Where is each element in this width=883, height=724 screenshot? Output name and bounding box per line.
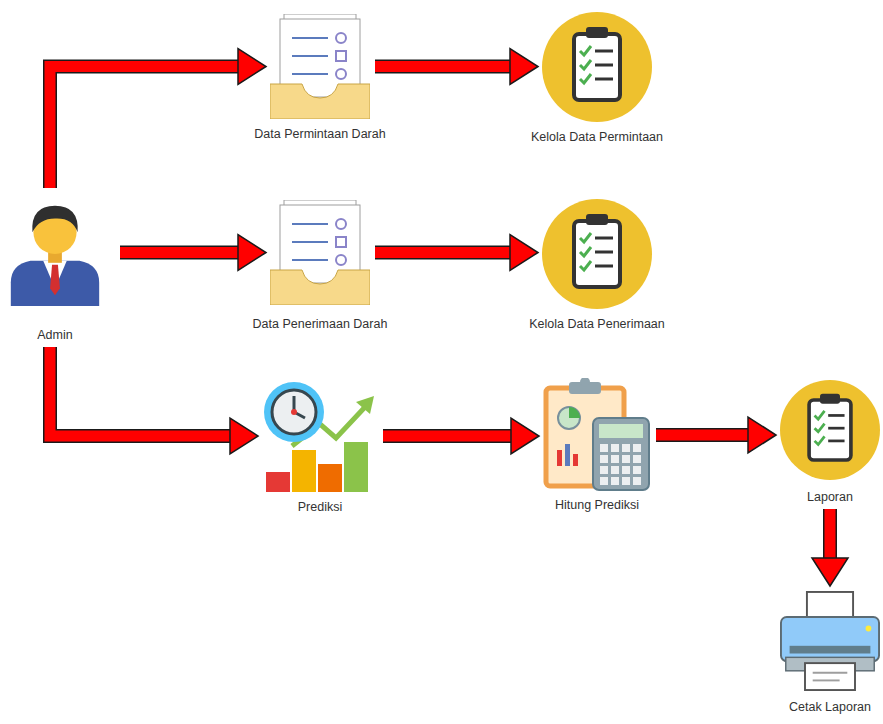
pred-illustration	[262, 380, 378, 492]
node-label: Data Permintaan Darah	[254, 127, 385, 142]
check-illustration	[542, 12, 652, 122]
icon-graphic	[270, 200, 370, 305]
flow-arrow	[812, 509, 848, 586]
icon-graphic	[10, 198, 100, 306]
flow-arrow	[50, 347, 258, 454]
data-tray-icon: Data Penerimaan Darah	[252, 200, 389, 332]
checklist-circle: Laporan	[779, 380, 881, 505]
icon-graphic	[270, 14, 370, 119]
icon-graphic	[262, 380, 378, 492]
data-tray-icon: Data Permintaan Darah	[253, 14, 387, 142]
icon-graphic	[780, 590, 880, 692]
icon-graphic	[542, 12, 652, 122]
admin-actor: Admin	[9, 198, 101, 343]
flow-arrow	[120, 235, 266, 271]
node-label: Hitung Prediksi	[555, 498, 639, 513]
prediction-icon: Prediksi	[261, 380, 379, 515]
node-label: Kelola Data Penerimaan	[529, 317, 665, 332]
node-label: Data Penerimaan Darah	[253, 317, 388, 332]
checklist-circle: Kelola Data Penerimaan	[528, 199, 666, 332]
calc-illustration	[543, 378, 651, 492]
icon-graphic	[543, 378, 651, 492]
node-label: Admin	[37, 328, 72, 343]
icon-graphic	[780, 380, 880, 480]
doc-illustration	[270, 200, 370, 305]
doc-illustration	[270, 14, 370, 119]
checklist-circle: Kelola Data Permintaan	[530, 12, 665, 145]
node-label: Cetak Laporan	[789, 700, 871, 715]
node-label: Kelola Data Permintaan	[531, 130, 663, 145]
person-illustration	[10, 198, 100, 306]
flow-arrow	[383, 418, 539, 454]
flow-arrow	[50, 49, 266, 189]
check-illustration	[542, 199, 652, 309]
printer-illustration	[780, 590, 880, 692]
check-illustration	[780, 380, 880, 480]
node-label: Prediksi	[298, 500, 342, 515]
flow-arrow	[375, 235, 538, 271]
printer-icon: Cetak Laporan	[779, 590, 881, 715]
flow-arrow	[656, 417, 776, 453]
icon-graphic	[542, 199, 652, 309]
flow-arrow	[375, 49, 538, 85]
calculation-icon: Hitung Prediksi	[542, 378, 652, 513]
node-label: Laporan	[807, 490, 853, 505]
